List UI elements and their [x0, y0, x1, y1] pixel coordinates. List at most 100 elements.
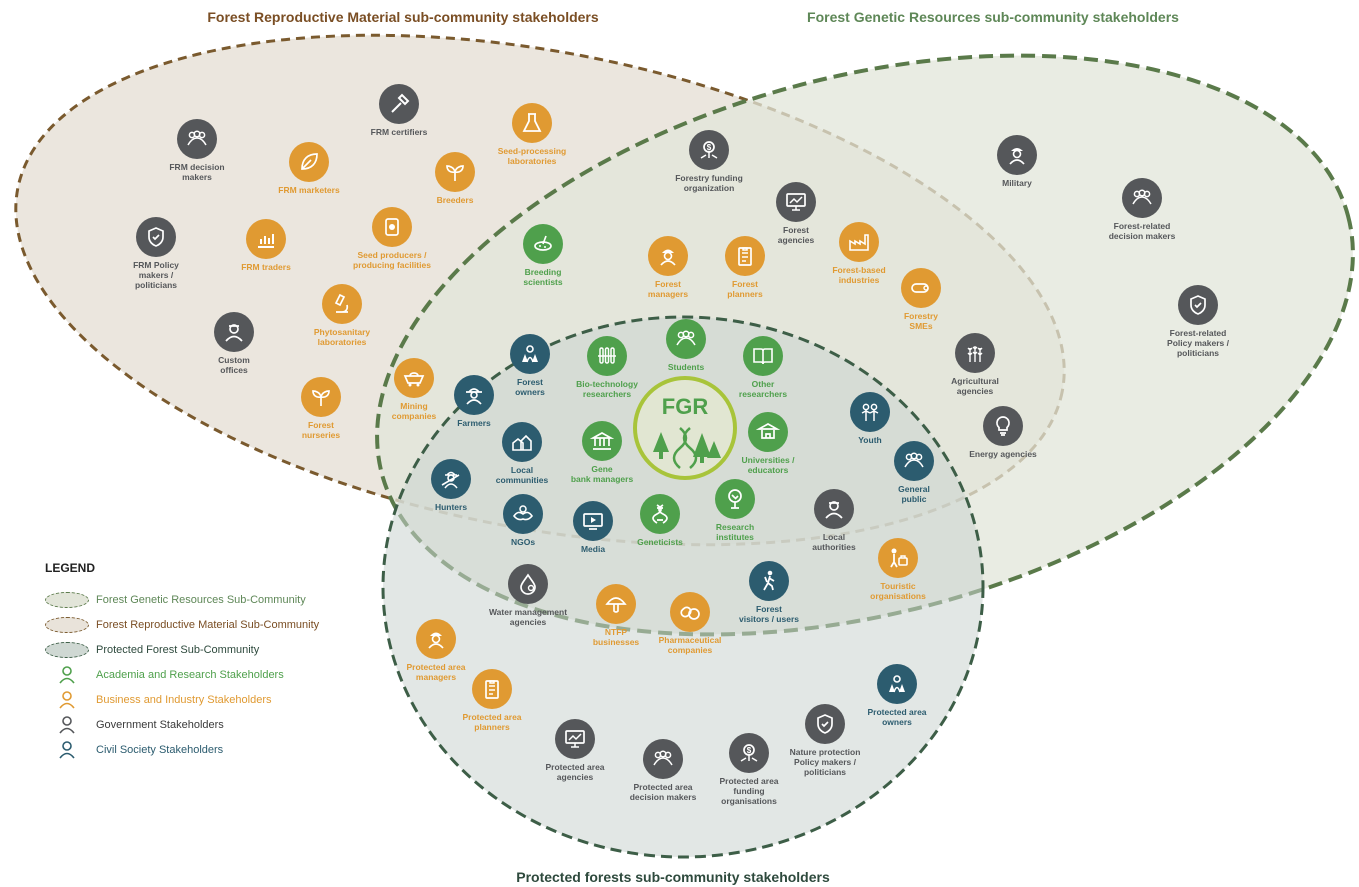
tree-icon	[715, 479, 755, 519]
legend-business: Business and Industry Stakeholders	[45, 687, 319, 712]
people-icon	[666, 319, 706, 359]
leaf-icon	[289, 142, 329, 182]
money-icon: $	[689, 130, 729, 170]
stakeholder-pa-managers: Protected area managers	[381, 619, 491, 682]
legend-fgr-swatch	[45, 591, 89, 608]
legend-fgr-label: Forest Genetic Resources Sub-Community	[96, 593, 306, 606]
stakeholder-label: Forestry funding organization	[675, 173, 743, 193]
stakeholder-label: Forestry SMEs	[903, 311, 938, 331]
university-icon	[748, 412, 788, 452]
lab-icon	[512, 103, 552, 143]
shield-icon	[136, 217, 176, 257]
youth-icon	[850, 392, 890, 432]
legend-academia: Academia and Research Stakeholders	[45, 662, 319, 687]
stakeholder-other-researchers: Other researchers	[708, 336, 818, 399]
stakeholder-label: Protected area planners	[462, 712, 522, 732]
worker-icon	[416, 619, 456, 659]
stakeholder-label: Youth	[858, 435, 882, 445]
stakeholder-forest-visitors: Forest visitors / users	[714, 561, 824, 624]
pill-icon	[670, 592, 710, 632]
hiker-icon	[749, 561, 789, 601]
stakeholder-label: Forest visitors / users	[738, 604, 799, 624]
sprout-icon	[301, 377, 341, 417]
owner-icon	[510, 334, 550, 374]
stakeholder-forestry-funding: $ Forestry funding organization	[654, 130, 764, 193]
bulb-icon	[983, 406, 1023, 446]
stakeholder-forest-owners: Forest owners	[475, 334, 585, 397]
cart-icon	[394, 358, 434, 398]
owner-icon	[877, 664, 917, 704]
stakeholder-forest-nurseries: Forest nurseries	[266, 377, 376, 440]
stakeholder-label: FRM marketers	[278, 185, 340, 195]
stakeholder-nature-policy: Nature protection Policy makers / politi…	[770, 704, 880, 777]
stakeholder-ngos: NGOs	[468, 494, 578, 547]
stakeholder-pa-funding: $Protected area funding organisations	[694, 733, 804, 806]
tree-right-icon	[693, 433, 721, 463]
officer-icon	[214, 312, 254, 352]
stakeholder-forest-managers: Forest managers	[613, 236, 723, 299]
stakeholder-phytosanitary: Phytosanitary laboratories	[287, 284, 397, 347]
legend-pf-label: Protected Forest Sub-Community	[96, 643, 260, 656]
money-icon: $	[729, 733, 769, 773]
legend-pf-community: Protected Forest Sub-Community	[45, 637, 319, 662]
person-green-icon	[45, 665, 89, 684]
stakeholder-label: Geneticists	[637, 537, 683, 547]
stakeholder-label: Military	[1002, 178, 1032, 188]
stakeholder-frm-traders: FRM traders	[211, 219, 321, 272]
stakeholder-label: Protected area managers	[406, 662, 466, 682]
stakeholder-gene-bank: Gene bank managers	[547, 421, 657, 484]
stakeholder-pa-planners: Protected area planners	[437, 669, 547, 732]
stakeholder-biotech: Bio-technology researchers	[552, 336, 662, 399]
officer-icon	[814, 489, 854, 529]
stakeholder-pa-decision: Protected area decision makers	[608, 739, 718, 802]
stakeholder-label: Phytosanitary laboratories	[313, 327, 371, 347]
stakeholder-label: NGOs	[510, 537, 536, 547]
shield-icon	[805, 704, 845, 744]
stakeholder-seed-processing: Seed-processing laboratories	[477, 103, 587, 166]
legend-business-label: Business and Industry Stakeholders	[96, 693, 272, 706]
stakeholder-label: Agricultural agencies	[951, 376, 999, 396]
stakeholder-label: Water management agencies	[488, 607, 568, 627]
stakeholder-label: Forest managers	[647, 279, 689, 299]
stakeholder-forestry-smes: Forestry SMEs	[866, 268, 976, 331]
monitor-icon	[776, 182, 816, 222]
legend-frm-swatch	[45, 616, 89, 633]
hammer-icon	[379, 84, 419, 124]
stakeholder-label: FRM certifiers	[370, 127, 428, 137]
people-icon	[1122, 178, 1162, 218]
pf-title: Protected forests sub-community stakehol…	[516, 869, 830, 885]
stakeholder-seed-producers: Seed producers / producing facilities	[337, 207, 447, 270]
stakeholder-custom-offices: Custom offices	[179, 312, 289, 375]
dna-icon	[640, 494, 680, 534]
stakeholder-label: Forest-related decision makers	[1108, 221, 1176, 241]
log-icon	[901, 268, 941, 308]
stakeholder-label: Forest nurseries	[301, 420, 341, 440]
svg-text:$: $	[707, 143, 712, 152]
stakeholder-media: Media	[538, 501, 648, 554]
farmer-icon	[454, 375, 494, 415]
sprout-icon	[435, 152, 475, 192]
clipboard-icon	[472, 669, 512, 709]
stakeholder-local-communities: Local communities	[467, 422, 577, 485]
legend-pf-swatch	[45, 641, 89, 658]
stakeholder-label: FRM decision makers	[169, 162, 225, 182]
legend-academia-label: Academia and Research Stakeholders	[96, 668, 284, 681]
stakeholder-label: Forest owners	[515, 377, 545, 397]
stakeholder-hunters: Hunters	[396, 459, 506, 512]
legend-civil: Civil Society Stakeholders	[45, 737, 319, 762]
tourist-icon	[878, 538, 918, 578]
stakeholder-frm-policy: FRM Policy makers / politicians	[101, 217, 211, 290]
stakeholder-students: Students	[631, 319, 741, 372]
media-icon	[573, 501, 613, 541]
stakeholder-forest-related-policy: Forest-related Policy makers / politicia…	[1143, 285, 1253, 358]
frm-title: Forest Reproductive Material sub-communi…	[207, 9, 599, 25]
stakeholder-label: Protected area agencies	[545, 762, 605, 782]
tree-left-icon	[653, 432, 669, 459]
stakeholder-label: Mining companies	[391, 401, 437, 421]
stakeholder-label: Local authorities	[812, 532, 856, 552]
person-grey-icon	[45, 715, 89, 734]
stakeholder-label: Other researchers	[738, 379, 788, 399]
wheat-icon	[955, 333, 995, 373]
fgr-center-emblem: FGR	[653, 394, 721, 469]
